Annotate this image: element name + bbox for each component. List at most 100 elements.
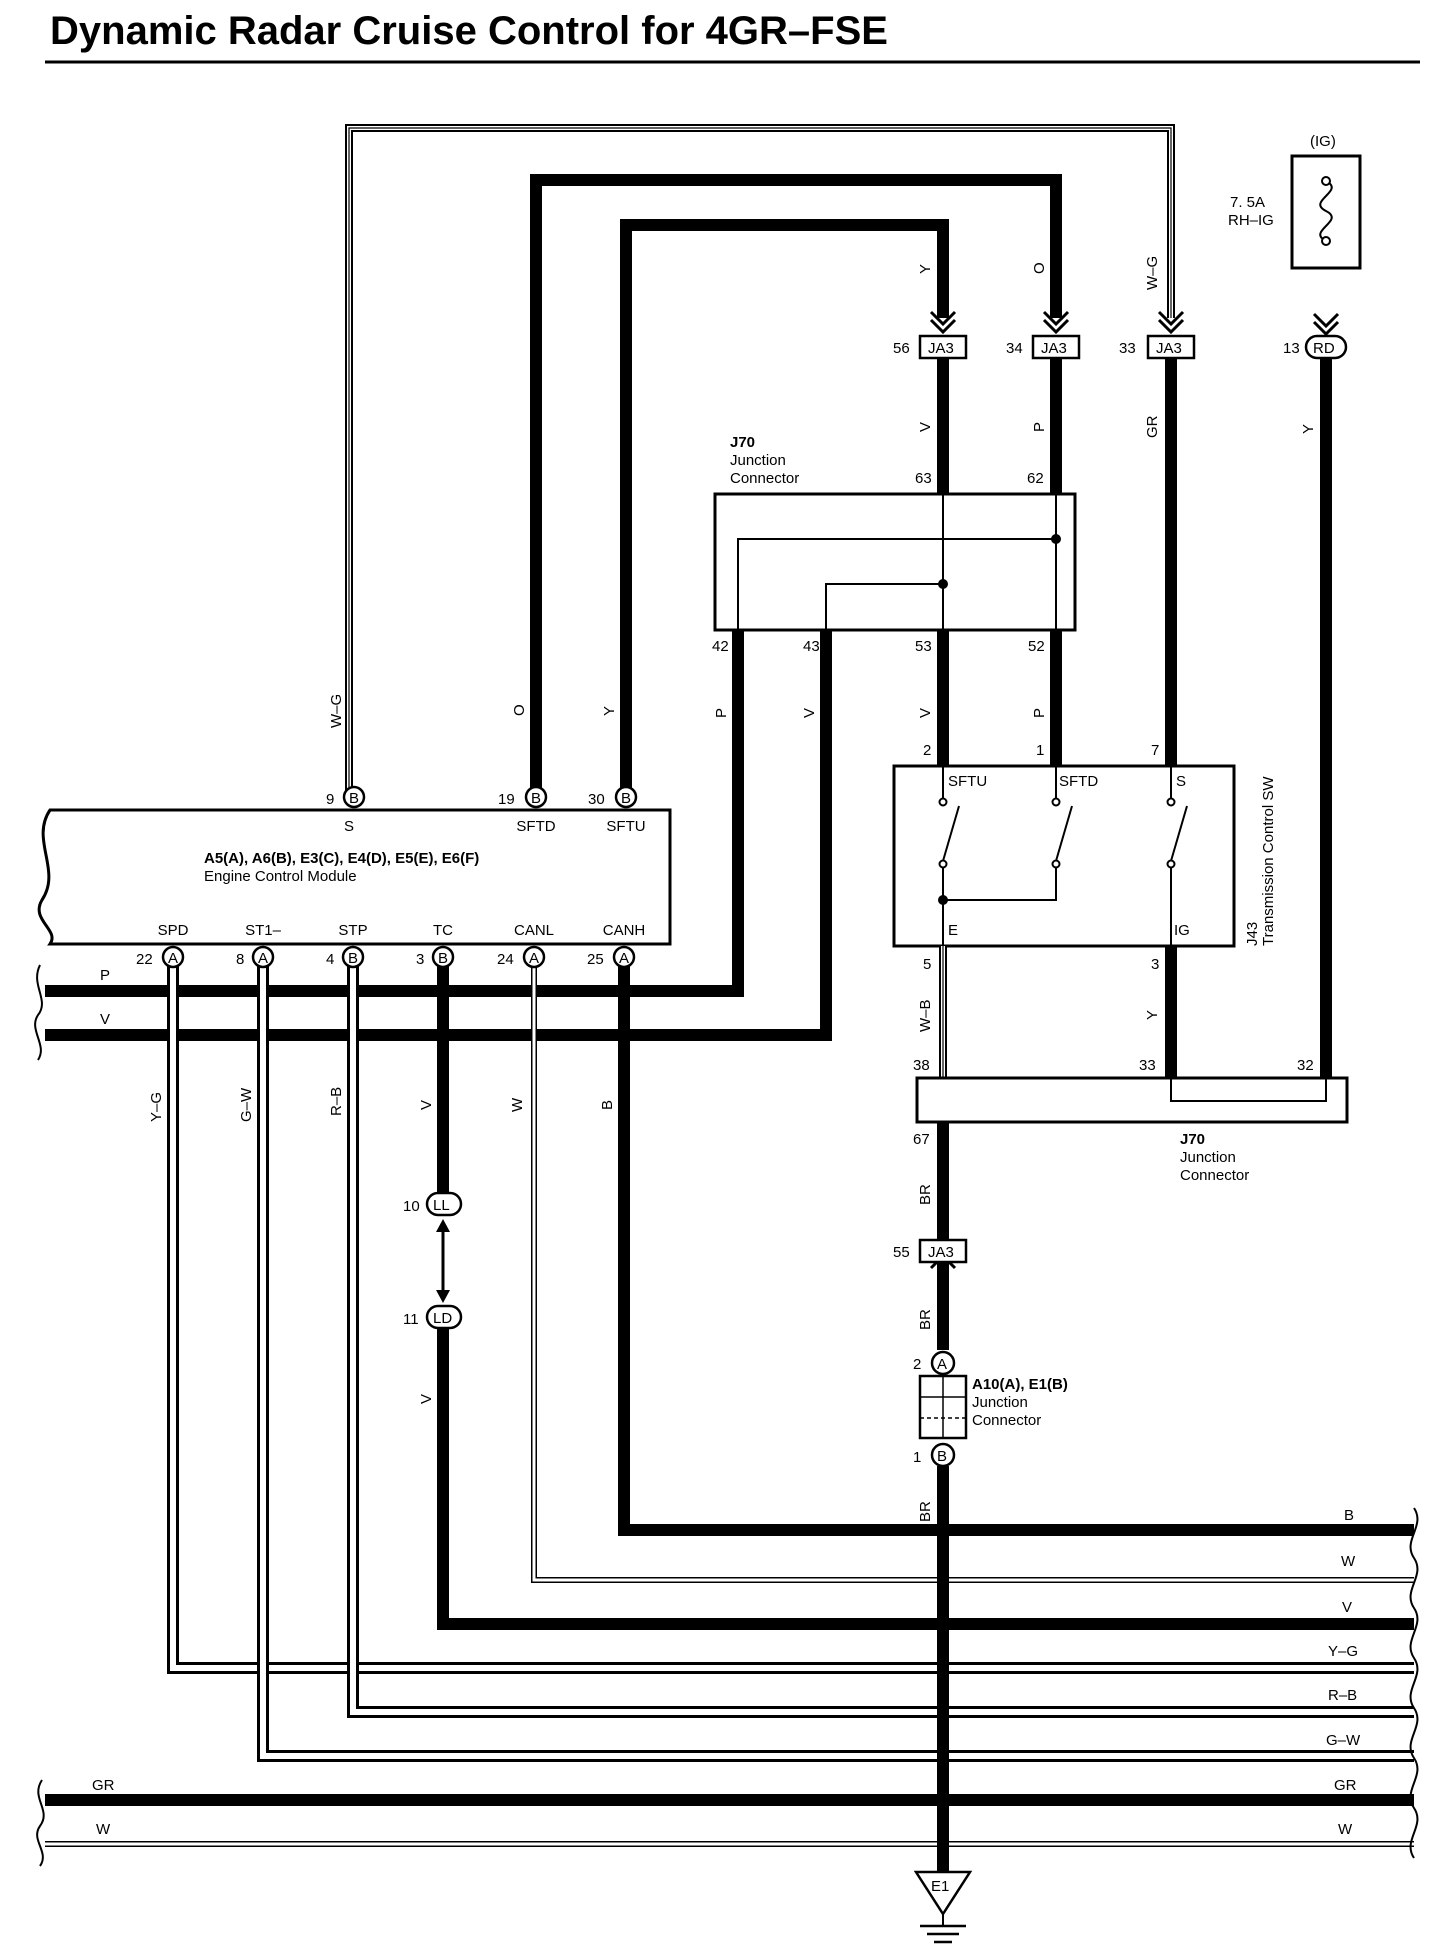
svg-text:A: A	[619, 950, 629, 967]
j43-name: Transmission Control SW	[1260, 776, 1277, 946]
svg-text:W: W	[96, 1821, 111, 1838]
j43-id: J43	[1244, 922, 1261, 946]
svg-text:10: 10	[403, 1198, 420, 1215]
wire-label-53: V	[917, 708, 934, 718]
svg-text:Junction: Junction	[972, 1394, 1028, 1411]
svg-text:B: B	[438, 950, 448, 967]
svg-text:R–B: R–B	[1328, 1687, 1357, 1704]
svg-text:9: 9	[326, 791, 334, 808]
wire-label-y-ig: Y	[1144, 1010, 1161, 1020]
wire-label-wb: W–B	[917, 999, 934, 1032]
svg-text:53: 53	[915, 638, 932, 655]
svg-text:A: A	[258, 950, 268, 967]
svg-text:13: 13	[1283, 340, 1300, 357]
wire-label-wg-in: W–G	[1144, 256, 1161, 290]
wire-o	[530, 174, 1062, 797]
ground-icon: E1	[913, 1870, 973, 1944]
svg-text:W: W	[1338, 1821, 1353, 1838]
svg-text:2: 2	[923, 742, 931, 759]
wire-label-v-ld: V	[418, 1394, 435, 1404]
wire-g-w	[257, 953, 1414, 1762]
svg-text:Junction: Junction	[1180, 1149, 1236, 1166]
svg-text:1: 1	[1036, 742, 1044, 759]
wire-label-b-canh: B	[599, 1100, 616, 1110]
wire-label-br-55: BR	[917, 1309, 934, 1330]
svg-text:11: 11	[403, 1311, 419, 1328]
diagram-title: Dynamic Radar Cruise Control for 4GR–FSE	[50, 9, 888, 53]
wire-w-g-loop	[345, 124, 1175, 797]
svg-text:SFTU: SFTU	[948, 773, 987, 790]
fuse-rating: 7. 5A	[1230, 194, 1265, 211]
svg-text:S: S	[344, 818, 354, 835]
svg-text:2: 2	[913, 1356, 921, 1373]
fuse-name: RH–IG	[1228, 212, 1274, 229]
svg-text:JA3: JA3	[1156, 340, 1182, 357]
svg-text:67: 67	[913, 1131, 930, 1148]
wire-label-g-w: G–W	[238, 1087, 255, 1122]
svg-text:JA3: JA3	[1041, 340, 1067, 357]
svg-text:E: E	[948, 922, 958, 939]
ecm-bottom-pins: 22 A 8 A 4 B 3 B 24 A 25 A	[136, 945, 636, 969]
svg-text:A: A	[937, 1356, 947, 1373]
wire-label-sftu: Y	[601, 706, 618, 716]
svg-text:RD: RD	[1313, 340, 1335, 357]
ja3-connector-34: 34 JA3	[1006, 334, 1081, 360]
fuse-power-label: (IG)	[1310, 133, 1336, 150]
svg-text:V: V	[1342, 1599, 1352, 1616]
wire-label-r-b: R–B	[328, 1087, 345, 1116]
svg-text:A5(A), A6(B), E3(C), E4(D), E5: A5(A), A6(B), E3(C), E4(D), E5(E), E6(F)	[204, 850, 479, 867]
j70-lower-connector: 38 33 32 67 J70 Junction Connector	[913, 1057, 1349, 1184]
svg-text:3: 3	[416, 951, 424, 968]
svg-text:B: B	[937, 1448, 947, 1465]
ja3-connector-33: 33 JA3	[1119, 334, 1196, 360]
svg-text:33: 33	[1139, 1057, 1156, 1074]
svg-text:V: V	[100, 1011, 110, 1028]
svg-text:62: 62	[1027, 470, 1044, 487]
svg-text:B: B	[1344, 1507, 1354, 1524]
a10-junction-connector: 2 A 1 B A10(A), E1(B) Junction Connector	[913, 1350, 1068, 1468]
wire-label-s: W–G	[328, 694, 345, 728]
svg-text:1: 1	[913, 1449, 921, 1466]
wire-label-52: P	[1031, 708, 1048, 718]
svg-text:7: 7	[1151, 742, 1159, 759]
svg-text:55: 55	[893, 1244, 910, 1261]
svg-text:Connector: Connector	[730, 470, 799, 487]
svg-text:3: 3	[1151, 956, 1159, 973]
svg-text:5: 5	[923, 956, 931, 973]
svg-text:B: B	[531, 790, 541, 807]
svg-text:S: S	[1176, 773, 1186, 790]
wire-y-g	[167, 953, 1414, 1674]
wire-w-canl	[531, 953, 1414, 1583]
svg-text:TC: TC	[433, 922, 453, 939]
fuse-icon	[1319, 180, 1333, 242]
ja3-connector-55: 55 JA3	[893, 1238, 968, 1264]
svg-text:8: 8	[236, 951, 244, 968]
svg-text:LD: LD	[433, 1310, 452, 1327]
svg-text:Connector: Connector	[1180, 1167, 1249, 1184]
svg-text:W: W	[1341, 1553, 1356, 1570]
ll-connector: 10 LL	[403, 1191, 463, 1217]
svg-text:J70: J70	[730, 434, 755, 451]
svg-text:33: 33	[1119, 340, 1136, 357]
svg-text:LL: LL	[433, 1197, 450, 1214]
svg-text:38: 38	[913, 1057, 930, 1074]
svg-text:63: 63	[915, 470, 932, 487]
svg-text:42: 42	[712, 638, 729, 655]
svg-text:J70: J70	[1180, 1131, 1205, 1148]
wire-r-b	[347, 953, 1414, 1718]
fuse-rh-ig: (IG) 7. 5A RH–IG	[1228, 133, 1362, 270]
svg-text:B: B	[349, 790, 359, 807]
svg-text:P: P	[100, 967, 110, 984]
svg-text:STP: STP	[338, 922, 367, 939]
wire-label-y-rd: Y	[1300, 424, 1317, 434]
wire-v-ld	[437, 1328, 1414, 1630]
svg-text:IG: IG	[1174, 922, 1190, 939]
left-bus: P V	[34, 964, 110, 1061]
svg-text:30: 30	[588, 791, 605, 808]
svg-text:A10(A), E1(B): A10(A), E1(B)	[972, 1376, 1068, 1393]
left-bus-lower: GR W	[36, 1777, 115, 1867]
svg-text:JA3: JA3	[928, 340, 954, 357]
svg-text:Engine Control Module: Engine Control Module	[204, 868, 357, 885]
chevron-icons	[929, 310, 1340, 1270]
